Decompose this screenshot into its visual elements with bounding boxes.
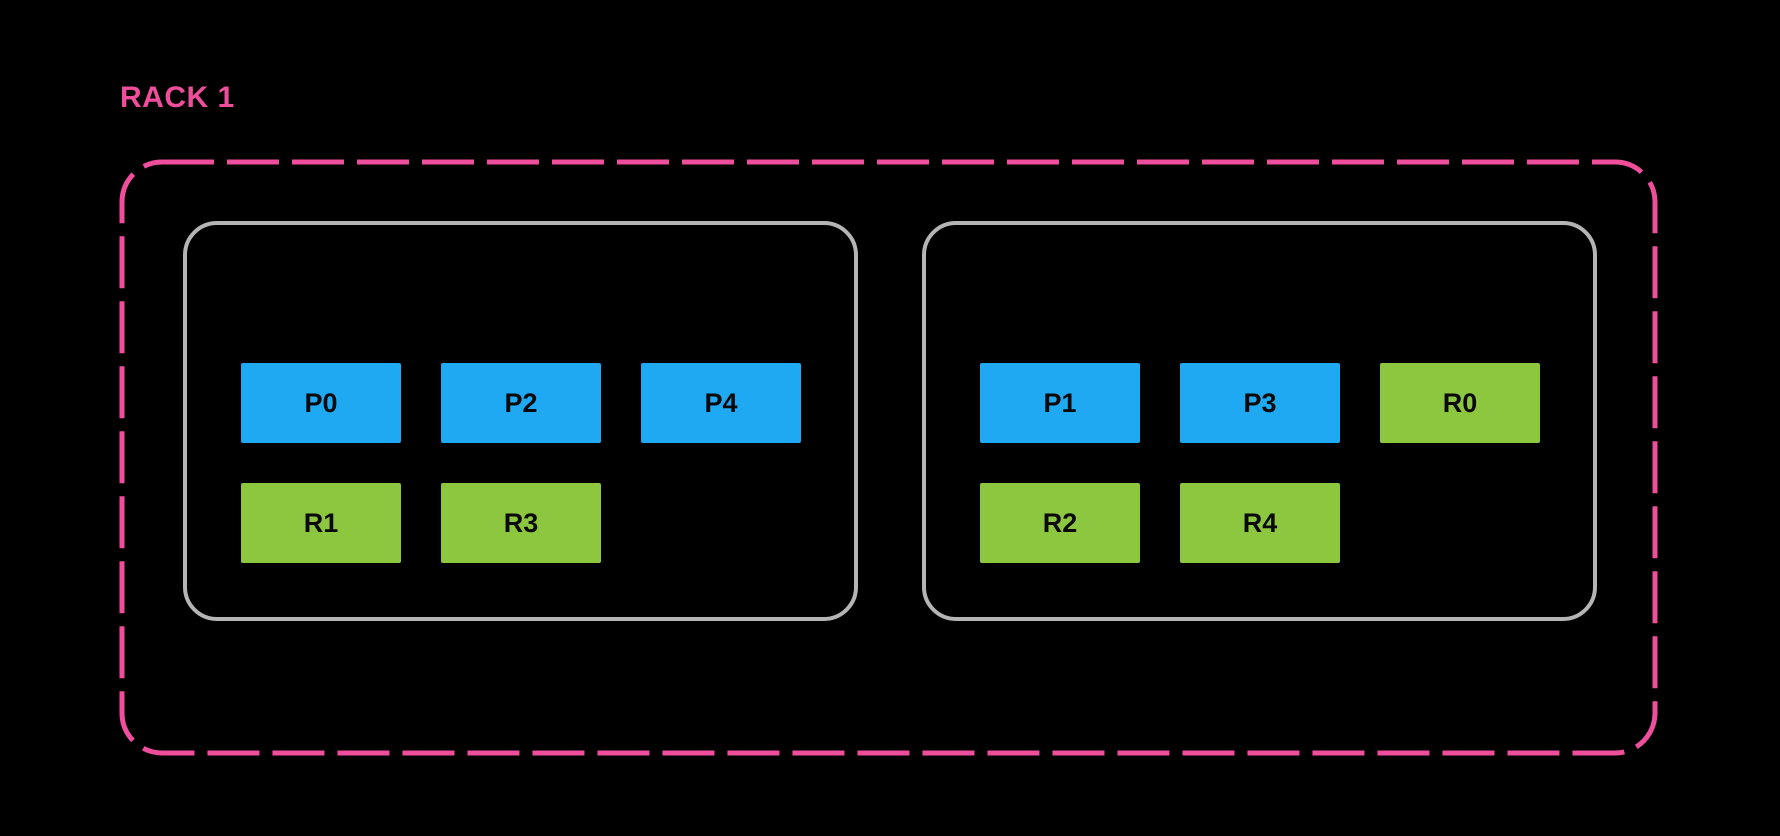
rack-dashed-rect xyxy=(119,159,1658,756)
shard-p1: P1 xyxy=(980,363,1140,443)
rack-dashed-border xyxy=(119,159,1658,756)
shard-r1: R1 xyxy=(241,483,401,563)
shard-r2: R2 xyxy=(980,483,1140,563)
shard-r4: R4 xyxy=(1180,483,1340,563)
rack-title: RACK 1 xyxy=(120,81,235,114)
node-container-2: P1 P3 R0 R2 R4 xyxy=(922,221,1597,621)
shard-p3: P3 xyxy=(1180,363,1340,443)
node-container-1: P0 P2 P4 R1 R3 xyxy=(183,221,858,621)
shard-r0: R0 xyxy=(1380,363,1540,443)
shard-p4: P4 xyxy=(641,363,801,443)
shard-r3: R3 xyxy=(441,483,601,563)
shard-p0: P0 xyxy=(241,363,401,443)
shard-p2: P2 xyxy=(441,363,601,443)
